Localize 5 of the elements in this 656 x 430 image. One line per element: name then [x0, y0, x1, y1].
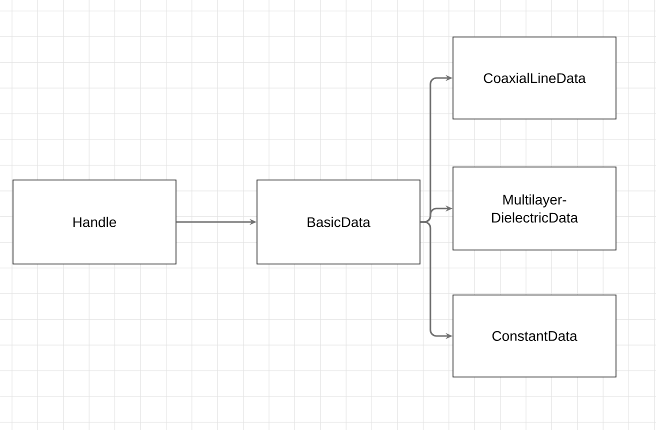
process-box: BasicData — [256, 180, 420, 264]
process-box: CoaxialLineData — [452, 36, 616, 120]
process-box: Multilayer- DielectricData — [452, 166, 616, 250]
process-box: Handle — [12, 180, 176, 264]
process-box: ConstantData — [452, 294, 616, 378]
